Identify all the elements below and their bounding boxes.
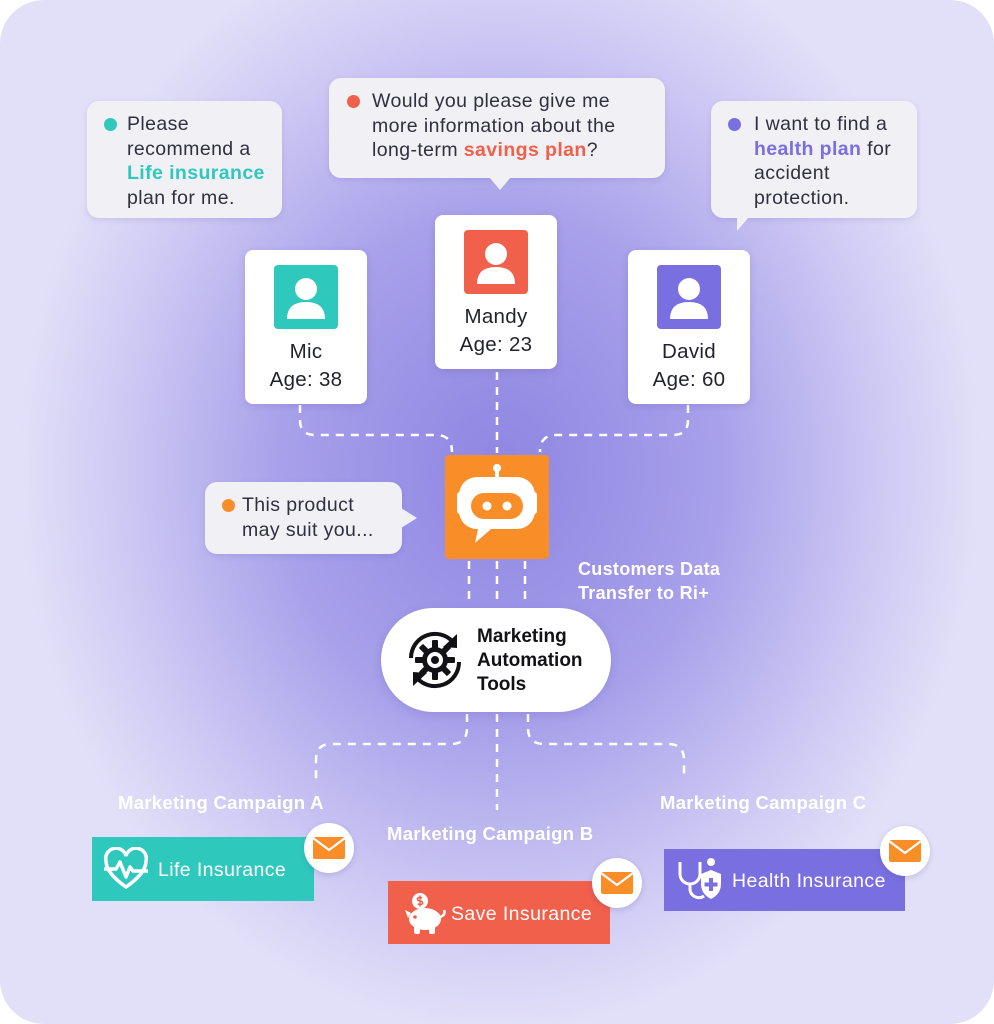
user-avatar-icon — [464, 230, 528, 294]
customer-age: Age: 60 — [652, 368, 726, 391]
user-avatar-icon — [657, 265, 721, 329]
stethoscope-icon — [678, 858, 721, 900]
customer-name: Mandy — [464, 305, 528, 328]
user-avatar-icon — [274, 265, 338, 329]
customer-name: David — [662, 340, 716, 363]
bubble-tail — [401, 508, 417, 528]
data-transfer-line: Transfer to Ri+ — [578, 583, 710, 603]
customer-card-david: David Age: 60 — [628, 250, 750, 404]
bubble-line: protection. — [754, 186, 850, 209]
campaign-b-title: Marketing Campaign B — [387, 823, 594, 844]
bullet-dot — [347, 95, 360, 108]
gear-refresh-icon — [408, 631, 462, 689]
bubble-line: plan for me. — [127, 186, 235, 209]
connector-david — [538, 405, 690, 453]
customer-card-mandy: Mandy Age: 23 — [435, 215, 557, 369]
highlight-text: Life insurance — [127, 162, 265, 184]
marketing-automation-tools: Marketing Automation Tools — [381, 608, 611, 712]
speech-bubble-mic: Please recommend a Life insurance plan f… — [87, 101, 282, 218]
highlight-text: health plan — [754, 137, 862, 160]
bubble-line: accident — [754, 162, 830, 184]
bubble-line: I want to find a — [754, 113, 888, 135]
chatbot-robot-icon — [445, 455, 549, 559]
bubble-text: ? — [586, 139, 598, 161]
bullet-dot — [104, 118, 117, 131]
envelope-badge — [880, 826, 930, 876]
life-insurance-tag: Life Insurance — [92, 837, 314, 901]
save-insurance-tag: Save Insurance — [388, 881, 610, 944]
save-insurance-label: Save Insurance — [451, 903, 593, 925]
health-insurance-tag: Health Insurance — [664, 849, 905, 911]
connector-mic — [298, 405, 454, 453]
bubble-line: recommend a — [127, 137, 251, 160]
bullet-dot — [222, 499, 235, 512]
customer-name: Mic — [289, 340, 323, 363]
envelope-badge — [592, 858, 642, 908]
customer-age: Age: 23 — [459, 333, 533, 356]
bubble-text: for — [861, 137, 892, 160]
customer-age: Age: 38 — [269, 368, 343, 391]
tools-title-line: Marketing — [477, 626, 567, 647]
highlight-text: savings plan — [463, 139, 587, 161]
speech-bubble-robot: This product may suit you... — [205, 482, 417, 554]
envelope-icon — [312, 837, 346, 859]
tools-title-line: Automation — [477, 650, 583, 671]
data-transfer-label: Customers Data Transfer to Ri+ — [578, 557, 720, 605]
connector-campaign-a — [314, 714, 469, 780]
envelope-icon — [888, 840, 922, 862]
speech-bubble-mandy: Would you please give me more informatio… — [329, 78, 665, 190]
envelope-badge — [304, 823, 354, 873]
life-insurance-label: Life Insurance — [158, 859, 287, 881]
heartbeat-icon — [103, 847, 149, 890]
connector-campaign-c — [526, 714, 686, 780]
envelope-icon — [600, 872, 634, 894]
customer-card-mic: Mic Age: 38 — [245, 250, 367, 404]
health-insurance-label: Health Insurance — [732, 870, 886, 892]
data-transfer-line: Customers Data — [578, 559, 721, 579]
bubble-line: may suit you... — [242, 518, 374, 541]
bubble-line: This product — [242, 494, 355, 516]
bubble-line: Please — [127, 113, 190, 135]
campaign-a-title: Marketing Campaign A — [118, 792, 324, 813]
bubble-tail — [489, 177, 511, 190]
tools-title-line: Tools — [477, 674, 527, 695]
piggy-bank-icon — [405, 893, 446, 934]
bubble-text: long-term — [372, 139, 464, 161]
bubble-line: more information about the — [372, 114, 616, 137]
bubble-line: Would you please give me — [372, 90, 610, 112]
speech-bubble-david: I want to find a health plan for acciden… — [711, 101, 917, 231]
bullet-dot — [728, 118, 741, 131]
campaign-c-title: Marketing Campaign C — [660, 792, 867, 813]
bubble-tail — [737, 217, 755, 231]
